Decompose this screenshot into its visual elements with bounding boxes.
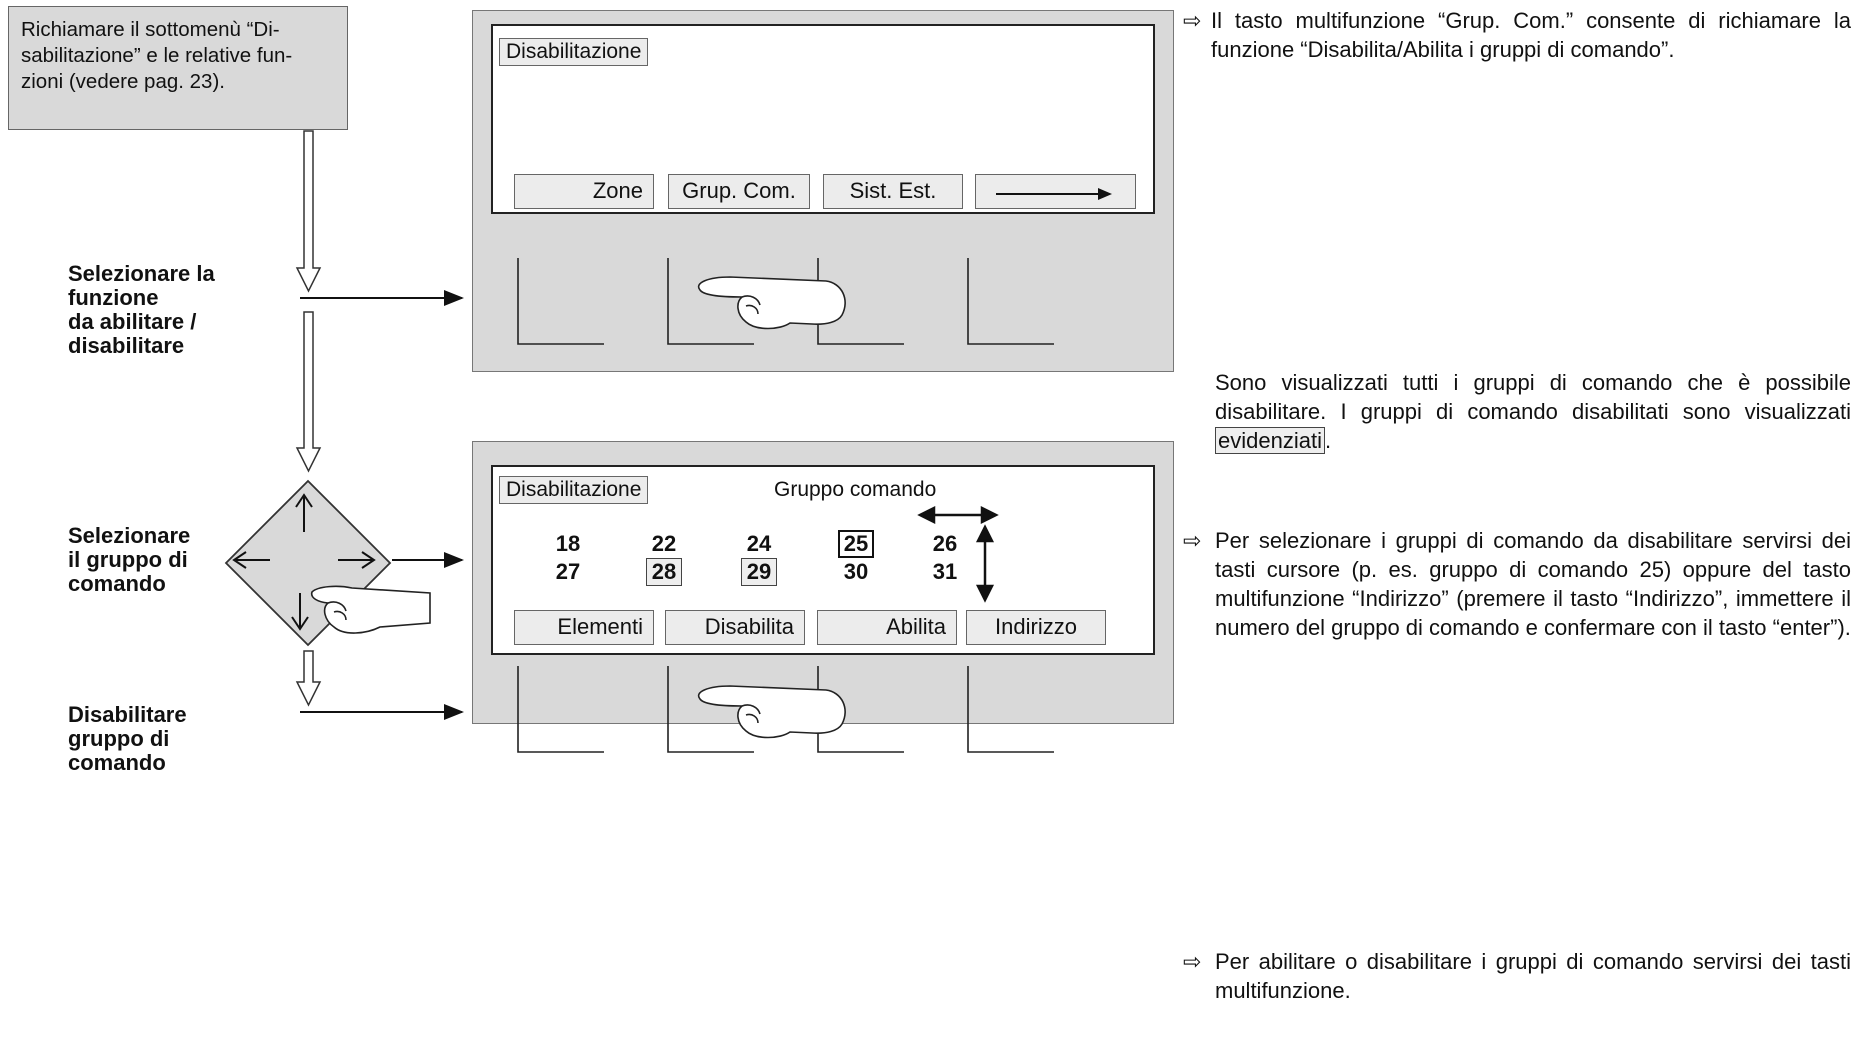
highlighted-word: evidenziati: [1215, 427, 1325, 454]
group-number[interactable]: 18: [555, 531, 581, 556]
note-text: Sono visualizzati tutti i gruppi di coma…: [1215, 370, 1851, 424]
note-visualized: Sono visualizzati tutti i gruppi di coma…: [1215, 368, 1851, 455]
note-grup-com: ⇨ Il tasto multifunzione “Grup. Com.” co…: [1183, 6, 1851, 64]
note-select-groups: ⇨ Per selezionare i gruppi di comando da…: [1183, 526, 1851, 642]
arrow-right-icon: [996, 188, 1112, 200]
softkey-disabilita[interactable]: Disabilita: [665, 610, 805, 645]
group-number[interactable]: 27: [555, 559, 581, 584]
display-2-title: Disabilitazione: [499, 476, 649, 504]
group-number-disabled[interactable]: 29: [741, 558, 777, 586]
instruction-text: Richiamare il sottomenù “Di- sabilitazio…: [21, 18, 293, 93]
softkey-indirizzo[interactable]: Indirizzo: [966, 610, 1106, 645]
down-arrow-icon: [295, 311, 322, 473]
step-label-select-group: Selezionare il gruppo di comando: [68, 523, 191, 596]
down-arrow-icon: [295, 130, 322, 293]
softkey-elementi[interactable]: Elementi: [514, 610, 654, 645]
note-text: Il tasto multifunzione “Grup. Com.” cons…: [1211, 8, 1851, 62]
down-arrow-icon: [295, 650, 322, 707]
pointer-icon: ⇨: [1183, 8, 1202, 33]
softkey-zone[interactable]: Zone: [514, 174, 654, 209]
note-text-end: .: [1324, 428, 1332, 453]
display-1-title: Disabilitazione: [499, 38, 649, 66]
softkey-abilita[interactable]: Abilita: [817, 610, 957, 645]
group-number[interactable]: 26: [932, 531, 958, 556]
group-number[interactable]: 24: [746, 531, 772, 556]
note-text: Per selezionare i gruppi di comando da d…: [1215, 528, 1851, 640]
pointer-icon: ⇨: [1183, 949, 1202, 974]
note-text: Per abilitare o disabilitare i gruppi di…: [1215, 949, 1851, 1003]
group-number-disabled[interactable]: 28: [646, 558, 682, 586]
group-number[interactable]: 31: [932, 559, 958, 584]
display-2-subtitle: Gruppo comando: [774, 478, 937, 501]
softkey-next[interactable]: [975, 174, 1136, 209]
pointer-icon: ⇨: [1183, 528, 1202, 553]
group-number[interactable]: 30: [843, 559, 869, 584]
group-number[interactable]: 22: [651, 531, 677, 556]
pointing-hand-icon: [310, 585, 431, 634]
step-label-disable-group: Disabilitare gruppo di comando: [68, 702, 187, 775]
instruction-box: Richiamare il sottomenù “Di- sabilitazio…: [8, 6, 348, 130]
group-number-selected[interactable]: 25: [838, 530, 874, 558]
softkey-sist-est[interactable]: Sist. Est.: [823, 174, 963, 209]
step-label-select-function: Selezionare la funzione da abilitare / d…: [68, 261, 215, 358]
softkey-grup-com[interactable]: Grup. Com.: [668, 174, 810, 209]
note-enable-disable: ⇨ Per abilitare o disabilitare i gruppi …: [1183, 947, 1851, 1005]
